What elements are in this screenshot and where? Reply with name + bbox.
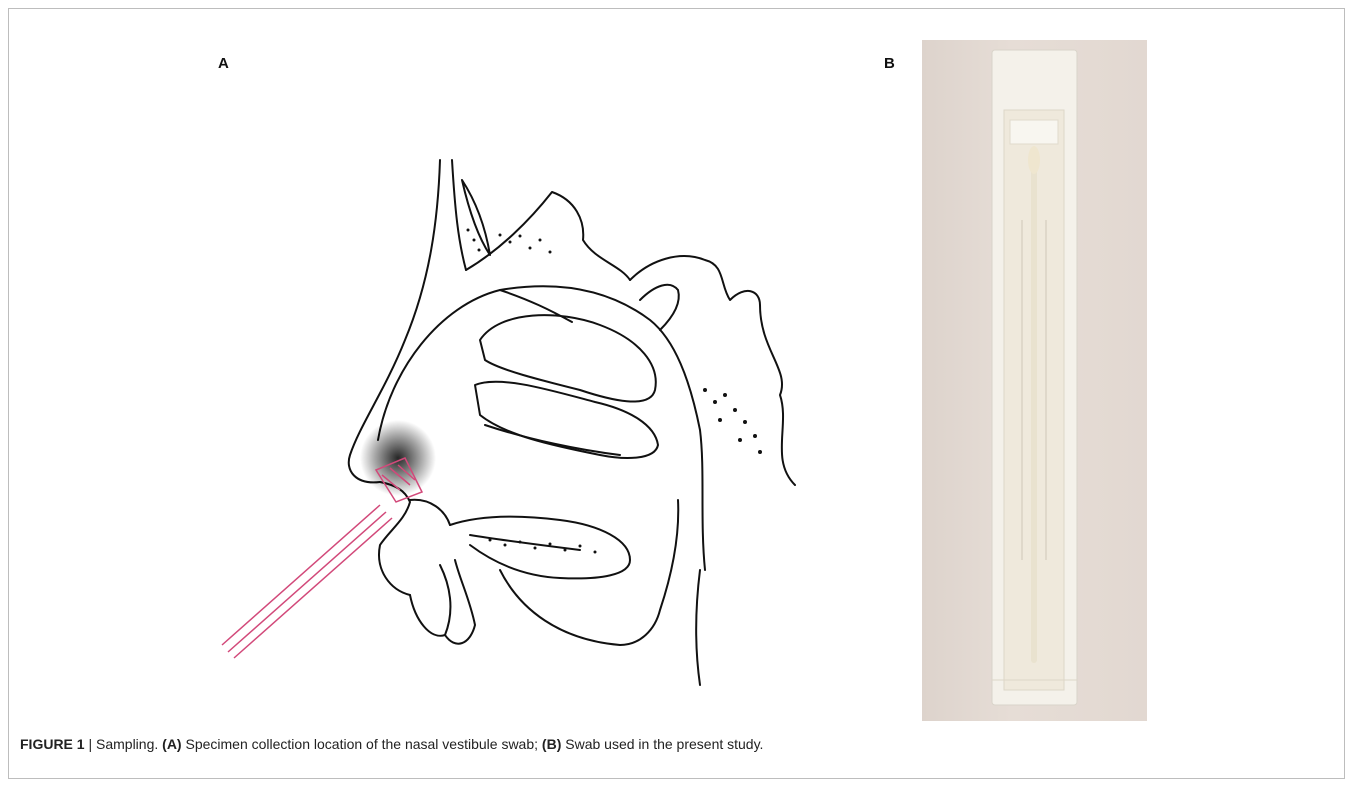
caption-separator: | bbox=[85, 736, 96, 752]
panel-a-label: A bbox=[218, 55, 229, 72]
caption-part-a-tag: (A) bbox=[162, 736, 181, 752]
caption-title: Sampling. bbox=[96, 736, 162, 752]
nasal-cavity-illustration bbox=[200, 140, 820, 700]
swab-photo bbox=[922, 40, 1147, 721]
caption-part-b-text: Swab used in the present study. bbox=[561, 736, 763, 752]
figure-caption: FIGURE 1 | Sampling. (A) Specimen collec… bbox=[20, 735, 1330, 753]
bone-texture bbox=[467, 229, 763, 554]
vestibule-shading bbox=[360, 420, 436, 496]
caption-part-b-tag: (B) bbox=[542, 736, 561, 752]
caption-figure-number: FIGURE 1 bbox=[20, 736, 85, 752]
swab-package-graphic bbox=[922, 40, 1147, 721]
anatomy-lines bbox=[349, 160, 795, 685]
caption-part-a-text: Specimen collection location of the nasa… bbox=[182, 736, 542, 752]
panel-b-label: B bbox=[884, 55, 895, 72]
